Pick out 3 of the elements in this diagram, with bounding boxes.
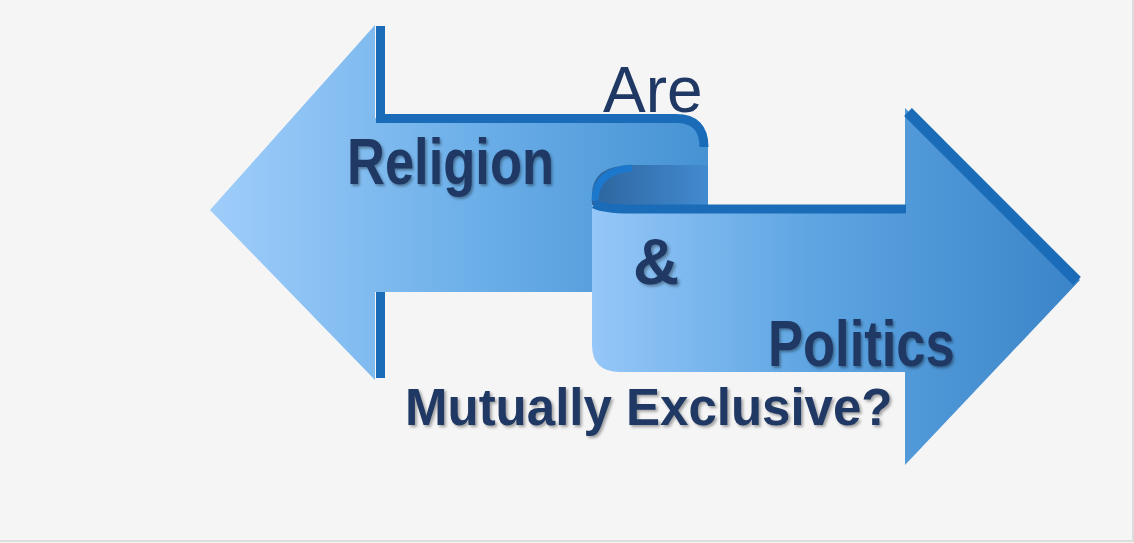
ampersand-text: & xyxy=(633,229,680,294)
title-text: Are xyxy=(603,57,703,122)
arrow-text: Politics xyxy=(768,311,955,376)
